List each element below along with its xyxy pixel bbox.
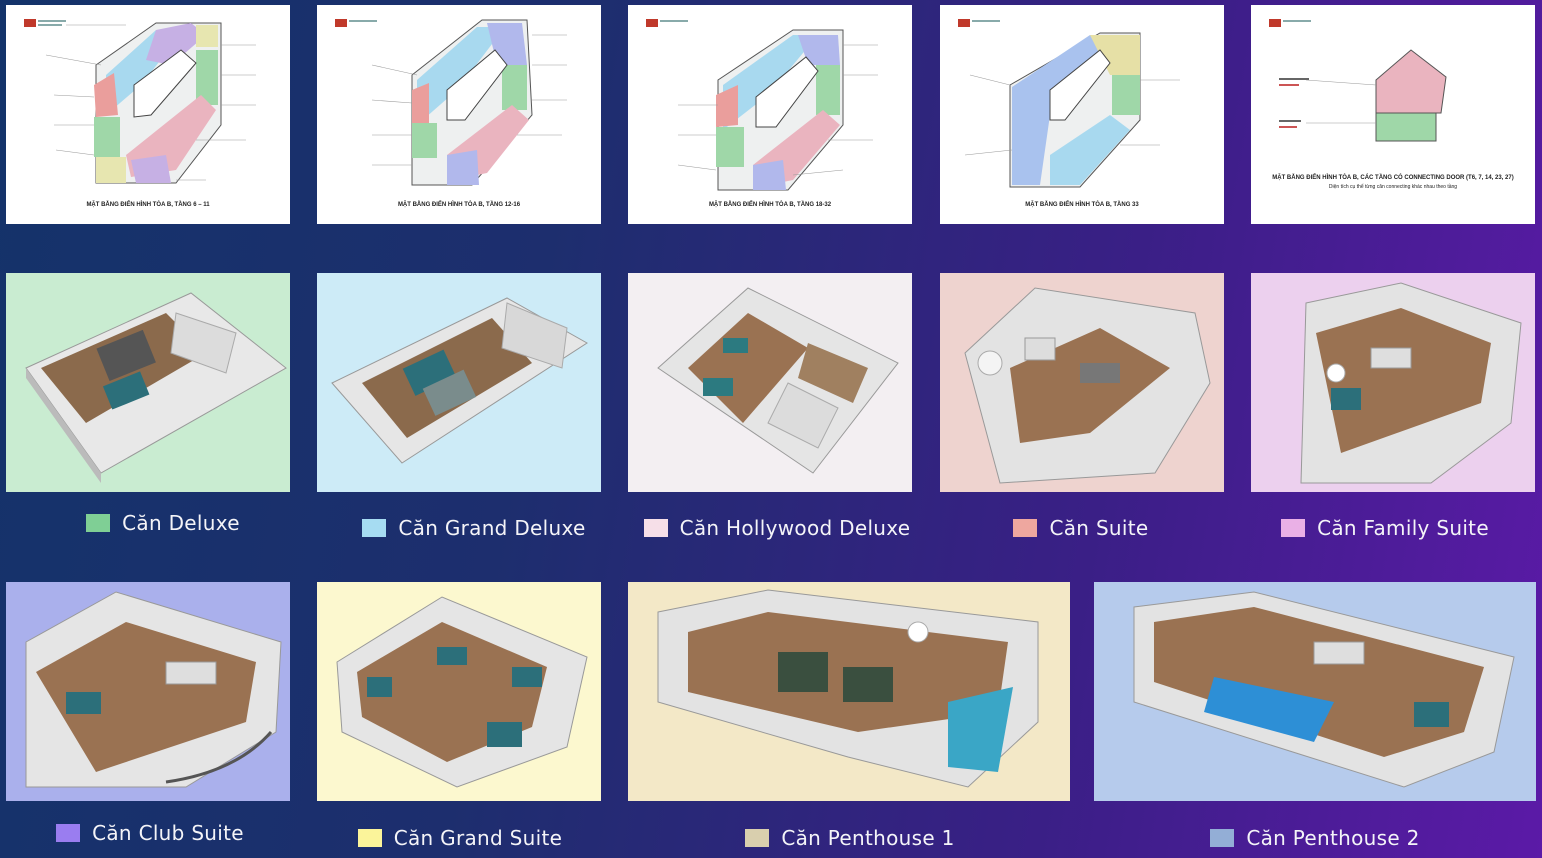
render-illustration <box>1300 282 1522 484</box>
floor-plan-caption: MẶT BẰNG ĐIỂN HÌNH TÒA B, TẦNG 12-16 <box>397 202 521 208</box>
unit-label-hollywood-deluxe: Căn Hollywood Deluxe <box>620 513 934 543</box>
floor-plan-1: MẶT BẰNG ĐIỂN HÌNH TÒA B, TẦNG 6 – 11 <box>6 5 290 224</box>
render-illustration <box>336 596 588 788</box>
unit-label-text: Căn Penthouse 1 <box>781 826 955 850</box>
floor-plan-caption: MẶT BẰNG ĐIỂN HÌNH TÒA B, CÁC TẦNG CÓ CO… <box>1251 174 1535 192</box>
render-illustration <box>25 292 287 483</box>
unit-render-penthouse-1 <box>628 582 1070 801</box>
render-illustration <box>25 591 282 788</box>
floor-plan-3: MẶT BẰNG ĐIỂN HÌNH TÒA B, TẦNG 18-32 <box>628 5 912 224</box>
render-illustration <box>657 589 1039 788</box>
unit-render-penthouse-2 <box>1094 582 1536 801</box>
unit-render-club-suite <box>6 582 290 801</box>
floor-plan-drawing <box>1269 19 1447 142</box>
floor-plan-5: MẶT BẰNG ĐIỂN HÌNH TÒA B, CÁC TẦNG CÓ CO… <box>1251 5 1535 224</box>
render-illustration <box>1133 591 1515 788</box>
unit-label-club-suite: Căn Club Suite <box>0 818 300 848</box>
render-illustration <box>331 297 588 464</box>
unit-label-grand-deluxe: Căn Grand Deluxe <box>317 513 631 543</box>
unit-color-swatch <box>362 519 387 537</box>
unit-color-swatch <box>56 824 81 842</box>
unit-label-text: Căn Family Suite <box>1317 516 1489 540</box>
unit-label-grand-suite: Căn Grand Suite <box>310 823 610 853</box>
floor-plan-caption: MẶT BẰNG ĐIỂN HÌNH TÒA B, TẦNG 18-32 <box>708 202 832 208</box>
render-illustration <box>964 287 1211 484</box>
unit-label-family-suite: Căn Family Suite <box>1228 513 1542 543</box>
unit-render-hollywood-deluxe <box>628 273 912 492</box>
unit-color-swatch <box>357 829 382 847</box>
unit-color-swatch <box>1013 519 1038 537</box>
unit-label-deluxe: Căn Deluxe <box>6 508 320 538</box>
unit-label-text: Căn Suite <box>1049 516 1149 540</box>
unit-render-grand-suite <box>317 582 601 801</box>
unit-render-family-suite <box>1251 273 1535 492</box>
unit-label-text: Căn Grand Deluxe <box>398 516 586 540</box>
unit-color-swatch <box>643 519 668 537</box>
floor-plan-drawing <box>24 19 256 184</box>
unit-color-swatch <box>1281 519 1306 537</box>
unit-render-deluxe <box>6 273 290 492</box>
floor-plan-caption-title: MẶT BẰNG ĐIỂN HÌNH TÒA B, CÁC TẦNG CÓ CO… <box>1272 175 1514 181</box>
unit-render-grand-deluxe <box>317 273 601 492</box>
unit-label-text: Căn Penthouse 2 <box>1246 826 1420 850</box>
unit-label-suite: Căn Suite <box>924 513 1238 543</box>
unit-label-penthouse-1: Căn Penthouse 1 <box>700 823 1000 853</box>
unit-label-text: Căn Grand Suite <box>393 826 563 850</box>
unit-label-text: Căn Deluxe <box>122 511 240 535</box>
floor-plan-caption-subtitle: Diện tích cụ thể từng căn connecting khá… <box>1328 184 1458 190</box>
floor-plan-2: MẶT BẰNG ĐIỂN HÌNH TÒA B, TẦNG 12-16 <box>317 5 601 224</box>
unit-color-swatch <box>1210 829 1235 847</box>
floor-plan-drawing <box>958 19 1180 188</box>
floor-plan-drawing <box>646 19 878 191</box>
floor-plan-4: MẶT BẰNG ĐIỂN HÌNH TÒA B, TẦNG 33 <box>940 5 1224 224</box>
floor-plan-caption: MẶT BẰNG ĐIỂN HÌNH TÒA B, TẦNG 33 <box>1025 202 1139 208</box>
unit-label-text: Căn Club Suite <box>92 821 244 845</box>
unit-color-swatch <box>86 514 111 532</box>
render-illustration <box>657 287 899 474</box>
unit-label-text: Căn Hollywood Deluxe <box>679 516 911 540</box>
floor-plan-caption: MẶT BẰNG ĐIỂN HÌNH TÒA B, TẦNG 6 – 11 <box>86 202 210 208</box>
unit-color-swatch <box>745 829 770 847</box>
unit-render-suite <box>940 273 1224 492</box>
floor-plan-drawing <box>335 19 567 186</box>
unit-label-penthouse-2: Căn Penthouse 2 <box>1165 823 1465 853</box>
